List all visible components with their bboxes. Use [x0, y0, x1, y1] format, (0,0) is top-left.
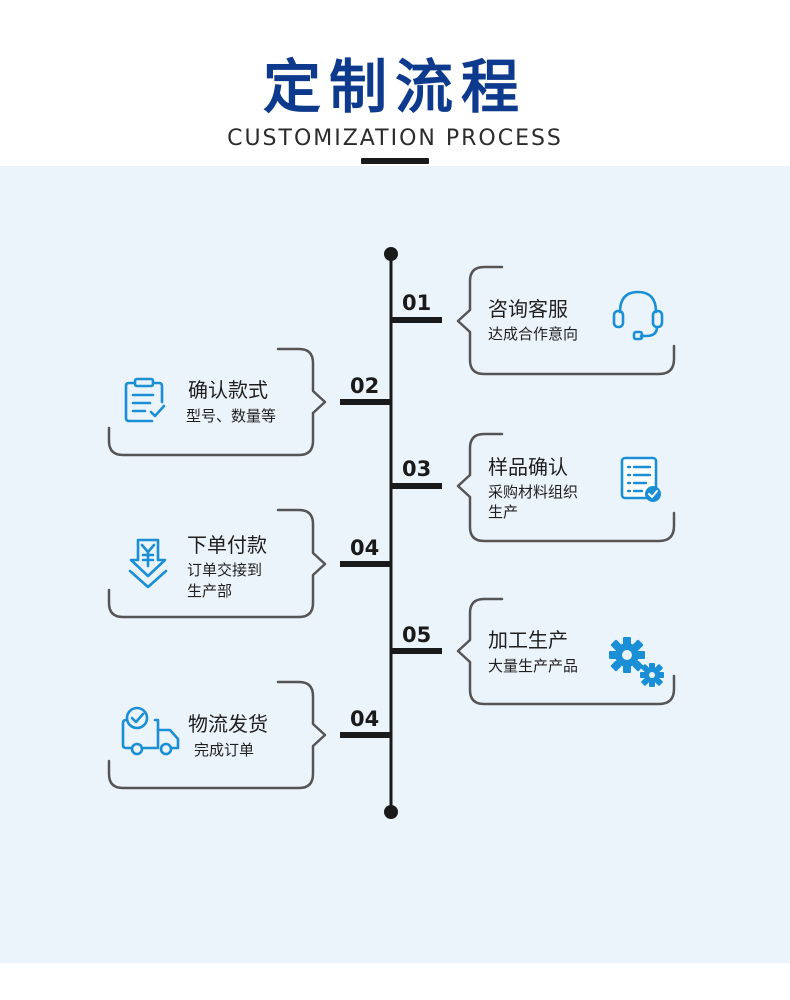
header: 定制流程 CUSTOMIZATION PROCESS: [0, 0, 790, 166]
process-panel: [0, 166, 790, 963]
title-underline: [361, 158, 429, 164]
step-number-06: 04: [350, 707, 380, 731]
gears-icon: [609, 637, 664, 687]
tick-06: [340, 732, 391, 738]
step-desc: 完成订单: [194, 741, 255, 759]
bubble-step-02: [107, 347, 327, 457]
step-title: 样品确认: [488, 455, 568, 479]
step-desc: 生产部: [187, 582, 233, 600]
step-number-02: 02: [350, 374, 380, 398]
page-subtitle: CUSTOMIZATION PROCESS: [227, 126, 563, 151]
step-title: 确认款式: [188, 378, 268, 402]
checklist-icon: [620, 456, 661, 502]
clipboard-icon: [124, 377, 166, 423]
step-desc: 订单交接到: [187, 561, 263, 579]
bubble-step-03: [456, 432, 676, 543]
bubble-step-05: [456, 597, 676, 706]
timeline-end-dot: [384, 805, 398, 819]
timeline-start-dot: [384, 247, 398, 261]
step-title: 物流发货: [188, 712, 268, 736]
step-number-04: 04: [350, 536, 380, 560]
step-desc: 大量生产产品: [488, 657, 579, 675]
tick-02: [340, 399, 391, 405]
tick-04: [340, 561, 391, 567]
bubble-step-01: [456, 265, 676, 376]
step-number-05: 05: [402, 623, 432, 647]
bubble-step-04: [107, 508, 327, 619]
step-title: 咨询客服: [488, 297, 568, 321]
step-number-01: 01: [402, 291, 432, 315]
step-desc: 生产: [488, 503, 519, 521]
tick-03: [391, 483, 442, 489]
step-desc: 采购材料组织: [488, 483, 579, 501]
headset-icon: [612, 290, 664, 341]
footer-strip: [0, 963, 790, 1000]
step-title: 加工生产: [488, 628, 568, 652]
tick-01: [391, 317, 442, 323]
delivery-truck-icon: [121, 706, 180, 756]
step-desc: 型号、数量等: [186, 407, 277, 425]
yen-download-icon: [128, 538, 168, 589]
step-desc: 达成合作意向: [488, 325, 579, 343]
page-title: 定制流程: [262, 53, 527, 121]
tick-05: [391, 648, 442, 654]
bubble-step-06: [107, 680, 327, 790]
step-number-03: 03: [402, 457, 432, 481]
step-title: 下单付款: [187, 533, 267, 557]
